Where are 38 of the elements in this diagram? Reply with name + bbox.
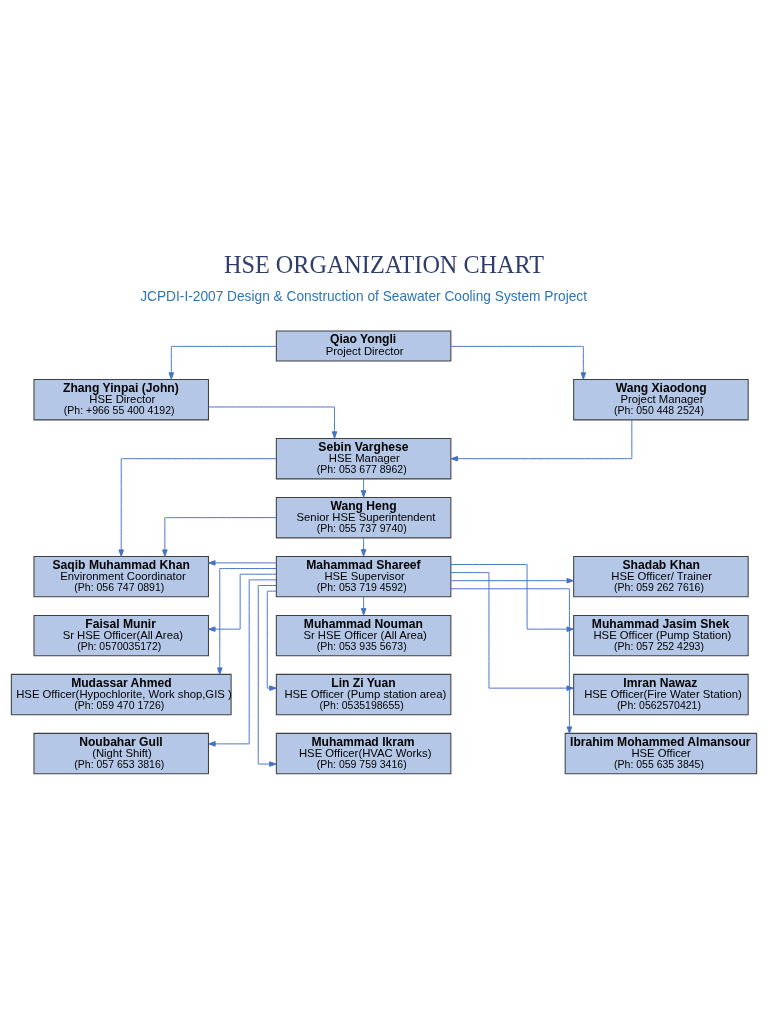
arrow xyxy=(450,572,574,691)
arrow xyxy=(360,596,367,616)
arrow xyxy=(450,577,574,584)
node-box: Noubahar Gull (Night Shift) (Ph: 057 653 3816) xyxy=(33,732,209,775)
node-box: Shadab Khan HSE Officer/ Trainer (Ph: 059 262 7616) xyxy=(573,555,749,598)
arrow xyxy=(208,560,277,566)
arrow xyxy=(360,478,367,498)
arrow xyxy=(450,345,587,380)
arrow xyxy=(118,458,277,557)
arrow xyxy=(360,537,367,557)
node-box: Muhammad Ikram HSE Officer(HVAC Works) (Ph: 059 759 3416) xyxy=(275,732,452,775)
node-box: Zhang Yinpai (John) HSE Director (Ph: +966 55 400 4192) xyxy=(33,378,209,421)
node-box: Qiao Yongli Project Director xyxy=(275,330,452,362)
diagram-title: HSE ORGANIZATION CHART xyxy=(223,250,545,278)
arrow xyxy=(168,345,277,380)
node-box: Muhammad Jasim Shek HSE Officer (Pump Station) (Ph: 057 252 4293) xyxy=(573,614,749,657)
arrow xyxy=(162,517,277,557)
node-box: Mudassar Ahmed HSE Officer(Hypochlorite, Work shop,GIS ) (Ph: 059 470 1726) xyxy=(10,673,232,716)
arrow xyxy=(450,564,574,632)
node-box: Saqib Muhammad Khan Environment Coordinator (Ph: 056 747 0891) xyxy=(33,555,209,598)
node-box: Sebin Varghese HSE Manager (Ph: 053 677 8962) xyxy=(275,437,452,480)
node-box: Wang Heng Senior HSE Superintendent (Ph: 055 737 9740) xyxy=(275,496,452,539)
arrow xyxy=(450,588,573,734)
node-box: Faisal Munir Sr HSE Officer(All Area) (Ph: 0570035172) xyxy=(33,614,209,657)
node-box: Muhammad Nouman Sr HSE Officer (All Area) (Ph: 053 935 5673) xyxy=(275,614,452,657)
arrow xyxy=(217,568,277,675)
arrow xyxy=(208,573,277,632)
arrow xyxy=(257,585,277,767)
arrow xyxy=(266,590,277,691)
arrow xyxy=(208,406,338,439)
node-box: Wang Xiaodong Project Manager (Ph: 050 448 2524) xyxy=(573,378,749,421)
arrow xyxy=(450,419,633,462)
node-box: Ibrahim Mohammed Almansour HSE Officer (Ph: 055 635 3845) xyxy=(564,732,758,775)
node-box: Lin Zi Yuan HSE Officer (Pump station area) (Ph: 0535198655) xyxy=(275,673,452,716)
label: JCPDI-I-2007 Design & Construction of Seawater Cooling System Project xyxy=(140,289,588,305)
arrow xyxy=(208,579,277,747)
node-box: Mahammad Shareef HSE Supervisor (Ph: 053 719 4592) xyxy=(275,555,452,598)
node-box: Imran Nawaz HSE Officer(Fire Water Station) (Ph: 0562570421) xyxy=(573,673,749,716)
